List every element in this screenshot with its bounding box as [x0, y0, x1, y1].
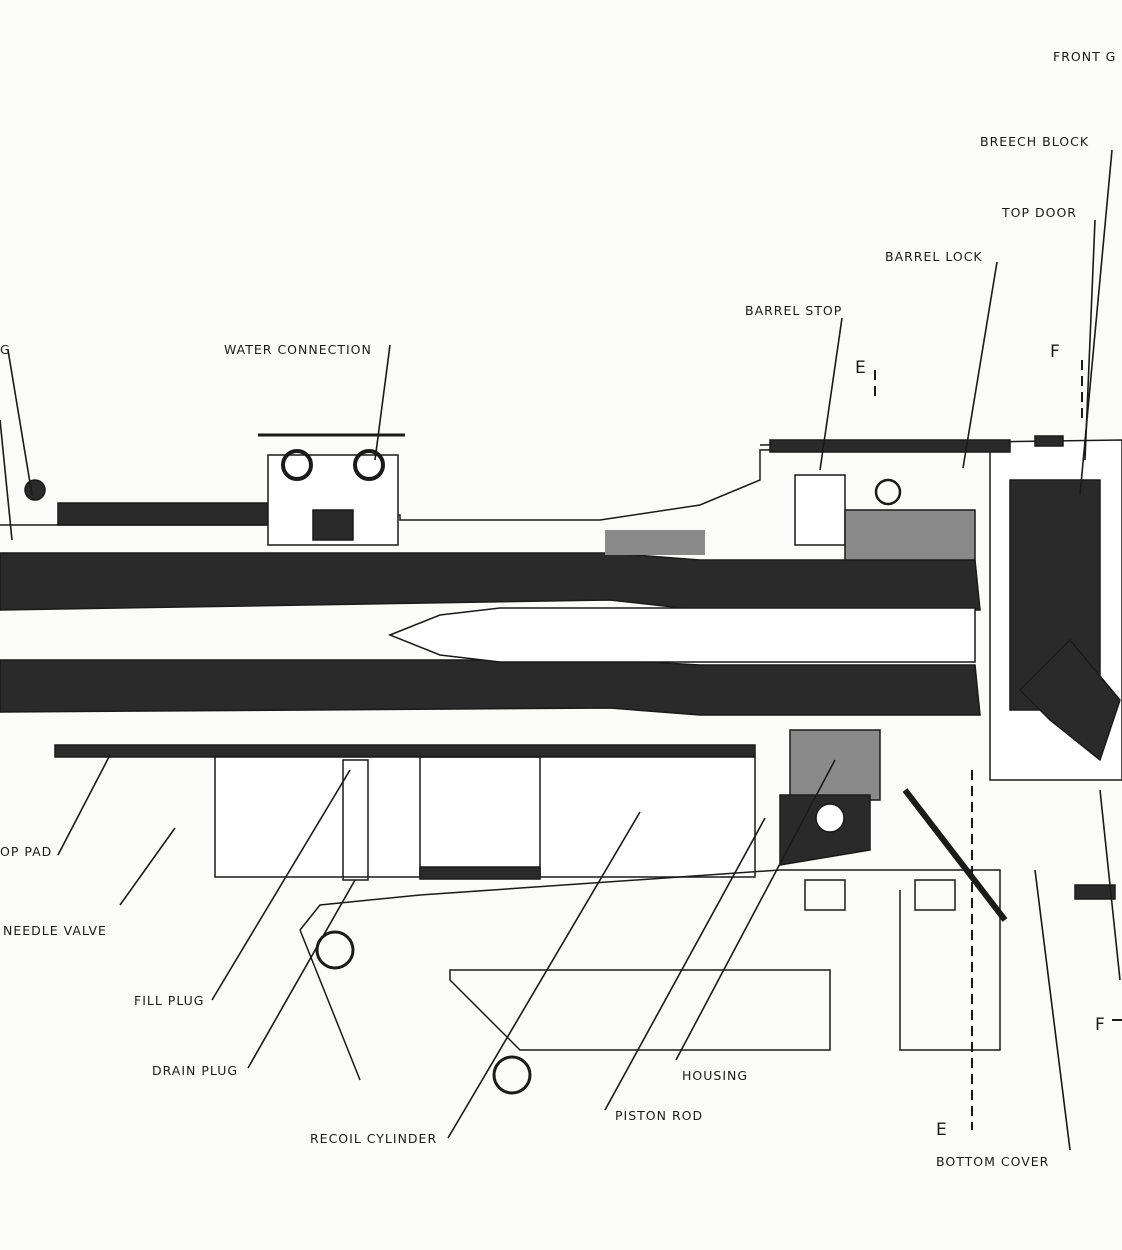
frame	[299, 869, 1001, 1081]
projectile	[387, 607, 976, 663]
section-mark-f-bottom: F	[1095, 1015, 1105, 1035]
housing-block	[789, 729, 881, 801]
barrel-upper	[0, 552, 981, 611]
section-mark-e-top: E	[855, 358, 866, 378]
label-bottom-cover: BOTTOM COVER	[936, 1154, 1050, 1169]
label-breech-block: BREECH BLOCK	[980, 134, 1090, 149]
barrel-lower	[0, 659, 981, 716]
label-needle-valve: NEEDLE VALVE	[3, 923, 107, 938]
section-mark-f-top: F	[1050, 342, 1060, 362]
label-top-door: TOP DOOR	[1002, 205, 1077, 220]
leader-lines	[0, 149, 1121, 1151]
section-mark-e-bottom: E	[936, 1120, 947, 1140]
label-fill-plug: FILL PLUG	[134, 993, 205, 1008]
label-left-cut: G	[0, 342, 11, 357]
label-housing: HOUSING	[682, 1068, 749, 1083]
label-front-guard: FRONT G	[1053, 49, 1117, 64]
lower-rail	[54, 744, 756, 758]
label-piston-rod: PISTON ROD	[615, 1108, 704, 1123]
label-drain-plug: DRAIN PLUG	[152, 1063, 239, 1078]
recoil-cylinder	[214, 756, 756, 878]
upper-plate	[57, 502, 269, 526]
label-barrel-lock: BARREL LOCK	[885, 249, 983, 264]
label-stop-pad: OP PAD	[0, 844, 53, 859]
label-barrel-stop: BARREL STOP	[745, 303, 843, 318]
label-water-connection: WATER CONNECTION	[224, 342, 372, 357]
label-recoil-cylinder: RECOIL CYLINDER	[310, 1131, 438, 1146]
